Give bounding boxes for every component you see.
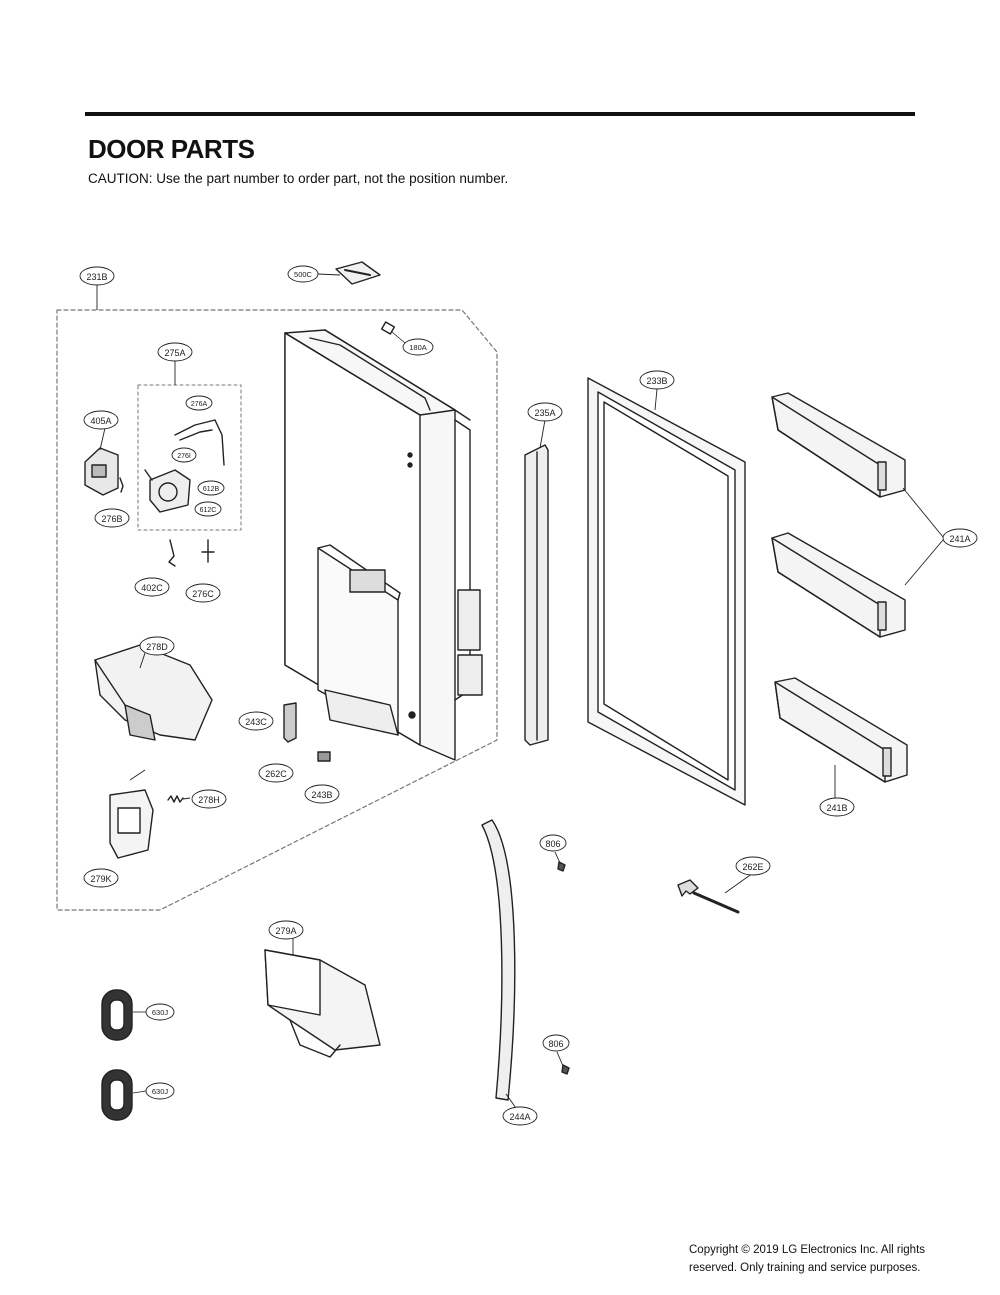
part-630J-lower [101,1069,133,1121]
callout-806-lower: 806 [542,1034,570,1052]
callout-500C: 500C [287,265,319,283]
svg-text:241A: 241A [949,534,970,544]
callout-262E: 262E [735,856,771,876]
part-244A-handle [481,819,516,1101]
part-241A-bin-lower [771,532,906,638]
callout-276C: 276C [185,583,221,603]
callout-231B: 231B [79,266,115,286]
part-405A [84,447,119,496]
part-402C [168,539,176,567]
callout-278H: 278H [191,789,227,809]
callout-276A: 276A [185,395,213,411]
svg-text:405A: 405A [90,416,111,426]
svg-text:278H: 278H [198,795,220,805]
svg-text:279A: 279A [275,926,296,936]
callout-630J-lower: 630J [145,1082,175,1100]
part-233B-gasket [587,377,746,806]
svg-text:500C: 500C [294,270,313,279]
callout-402C: 402C [134,577,170,597]
part-262E-wrench [677,879,740,914]
callout-612C: 612C [194,501,222,517]
svg-text:231B: 231B [86,272,107,282]
door-panel-part [284,329,483,761]
svg-text:276B: 276B [101,514,122,524]
svg-text:276A: 276A [191,401,208,408]
svg-text:262E: 262E [742,862,763,872]
callout-233B: 233B [639,370,675,390]
screw-806-upper [557,861,566,872]
part-278H [167,795,184,803]
svg-text:243B: 243B [311,790,332,800]
svg-text:275A: 275A [164,348,185,358]
svg-text:630J: 630J [152,1087,169,1096]
callout-405A: 405A [83,410,119,430]
callout-235A: 235A [527,402,563,422]
svg-text:806: 806 [548,1039,563,1049]
svg-text:276C: 276C [192,589,214,599]
part-276C [201,539,215,563]
part-243C [283,702,297,743]
part-241B-bin [774,677,908,783]
copyright-line-2: reserved. Only training and service purp… [689,1262,921,1274]
copyright-line-1: Copyright © 2019 LG Electronics Inc. All… [689,1244,926,1256]
part-278D [94,644,213,741]
svg-text:402C: 402C [141,583,163,593]
callout-276I: 276I [171,447,197,463]
callout-241B: 241B [819,797,855,817]
callout-241A: 241A [942,528,978,548]
part-279K [109,789,154,859]
part-630J-upper [101,989,133,1041]
callout-243C: 243C [238,711,274,731]
svg-text:243C: 243C [245,717,267,727]
screw-806-lower [561,1064,570,1075]
svg-text:630J: 630J [152,1008,169,1017]
callout-630J-upper: 630J [145,1003,175,1021]
callout-279A: 279A [268,920,304,940]
caution-note: CAUTION: Use the part number to order pa… [88,171,509,186]
callout-279K: 279K [83,868,119,888]
callout-180A: 180A [402,338,434,356]
svg-text:235A: 235A [534,408,555,418]
svg-text:612C: 612C [200,507,217,514]
callout-244A: 244A [502,1106,538,1126]
part-276B [119,477,124,493]
svg-text:262C: 262C [265,769,287,779]
callout-612B: 612B [197,480,225,496]
svg-text:244A: 244A [509,1112,530,1122]
header-rule [85,112,915,116]
part-612B-motor [144,469,191,513]
svg-text:180A: 180A [409,343,427,352]
assembly-boundary [56,309,498,911]
svg-text:806: 806 [545,839,560,849]
part-241A-bin-upper [771,392,906,498]
subassembly-275A-box [137,384,242,531]
svg-text:241B: 241B [826,803,847,813]
part-276A-wire [174,419,225,466]
svg-text:233B: 233B [646,376,667,386]
part-180A [380,321,396,335]
part-279A [264,949,381,1058]
copyright-notice: Copyright © 2019 LG Electronics Inc. All… [689,1241,925,1277]
part-262C [317,751,331,762]
svg-text:276I: 276I [177,453,191,460]
svg-text:279K: 279K [90,874,111,884]
callout-276B: 276B [94,508,130,528]
svg-text:612B: 612B [203,486,220,493]
callout-278D: 278D [139,636,175,656]
callout-262C: 262C [258,763,294,783]
page-title: DOOR PARTS [88,134,255,164]
svg-text:278D: 278D [146,642,168,652]
callout-243B: 243B [304,784,340,804]
callout-806-upper: 806 [539,834,567,852]
callout-275A: 275A [157,342,193,362]
